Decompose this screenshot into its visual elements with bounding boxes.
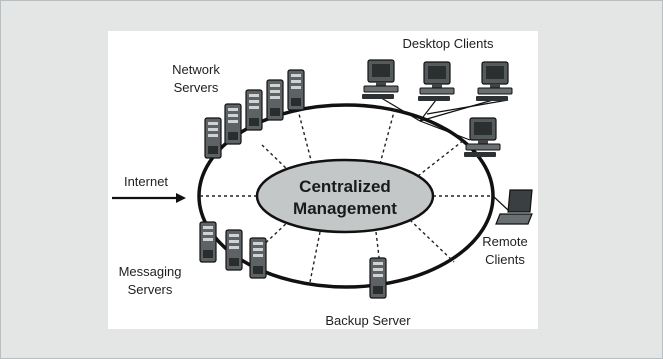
core-label-line1: Centralized — [299, 177, 391, 196]
network-servers-icon — [204, 69, 305, 159]
client-connection-lines — [377, 95, 509, 211]
network-servers-label-line2: Servers — [174, 80, 219, 95]
spoke-lines — [200, 107, 493, 283]
core-label-line2: Management — [293, 199, 397, 218]
messaging-servers-icon — [199, 221, 267, 279]
internet-arrow-icon — [112, 193, 186, 203]
desktop-clients-label: Desktop Clients — [402, 36, 494, 51]
remote-clients-laptop-icon — [495, 189, 533, 225]
remote-clients-label-line1: Remote — [482, 234, 528, 249]
network-servers-label-line1: Network — [172, 62, 220, 77]
remote-clients-label-line2: Clients — [485, 252, 525, 267]
centralized-management-ellipse — [255, 158, 435, 234]
internet-label: Internet — [124, 174, 168, 189]
backup-server-icon — [369, 257, 387, 299]
messaging-servers-label-line2: Servers — [128, 282, 173, 297]
messaging-servers-label-line1: Messaging — [119, 264, 182, 279]
backup-server-label: Backup Server — [325, 313, 411, 328]
